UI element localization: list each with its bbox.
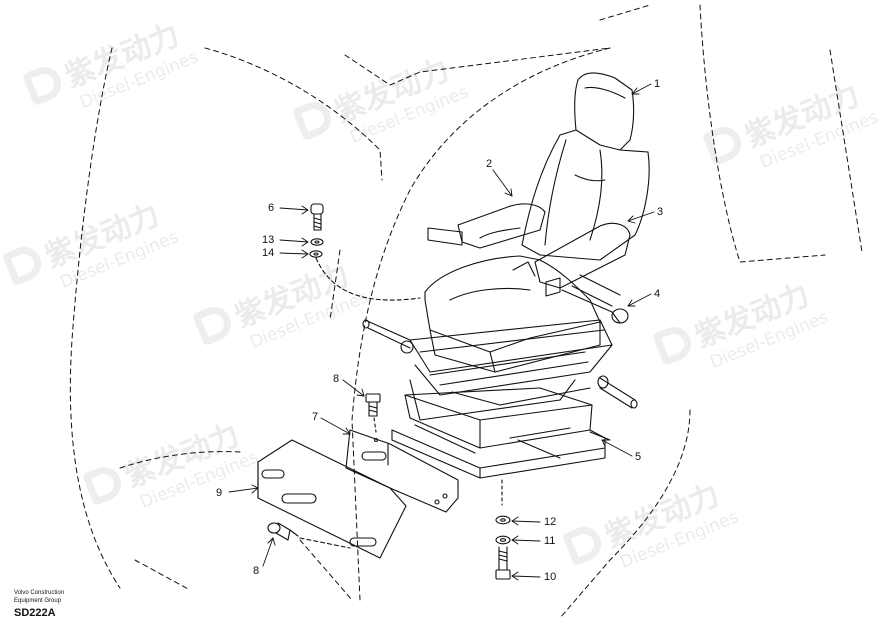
base-bolt-and-washers — [495, 479, 511, 580]
callout-14: 14 — [262, 247, 275, 259]
callout-3: 3 — [657, 206, 664, 218]
seat-suspension — [362, 319, 638, 421]
bolt-upper — [365, 393, 381, 433]
callout-7: 7 — [312, 411, 319, 423]
company-name-line2: Equipment Group — [14, 598, 62, 604]
callout-4: 4 — [654, 288, 661, 300]
leader-lines — [228, 83, 655, 581]
callout-1: 1 — [654, 78, 661, 90]
seat-cover-plate — [257, 439, 407, 559]
company-name-line1: Volvo Construction — [14, 590, 65, 596]
callout-10: 10 — [544, 571, 557, 583]
screw-and-washers — [309, 203, 421, 301]
callout-12: 12 — [544, 516, 557, 528]
callout-11: 11 — [544, 535, 556, 547]
callout-8-lower: 8 — [253, 565, 260, 577]
drawing-code: SD222A — [14, 607, 56, 619]
callout-9: 9 — [216, 487, 223, 499]
bolt-lower — [267, 522, 351, 549]
callout-13: 13 — [262, 234, 275, 246]
callout-8-upper: 8 — [333, 373, 340, 385]
callout-6: 6 — [268, 202, 275, 214]
callout-2: 2 — [486, 158, 493, 170]
seat-backrest — [521, 72, 650, 261]
cab-outline — [69, 4, 863, 619]
seat-cushion — [424, 255, 601, 373]
seat-slide-base — [391, 387, 611, 479]
bracket-plate — [345, 429, 459, 513]
callout-5: 5 — [635, 451, 642, 463]
